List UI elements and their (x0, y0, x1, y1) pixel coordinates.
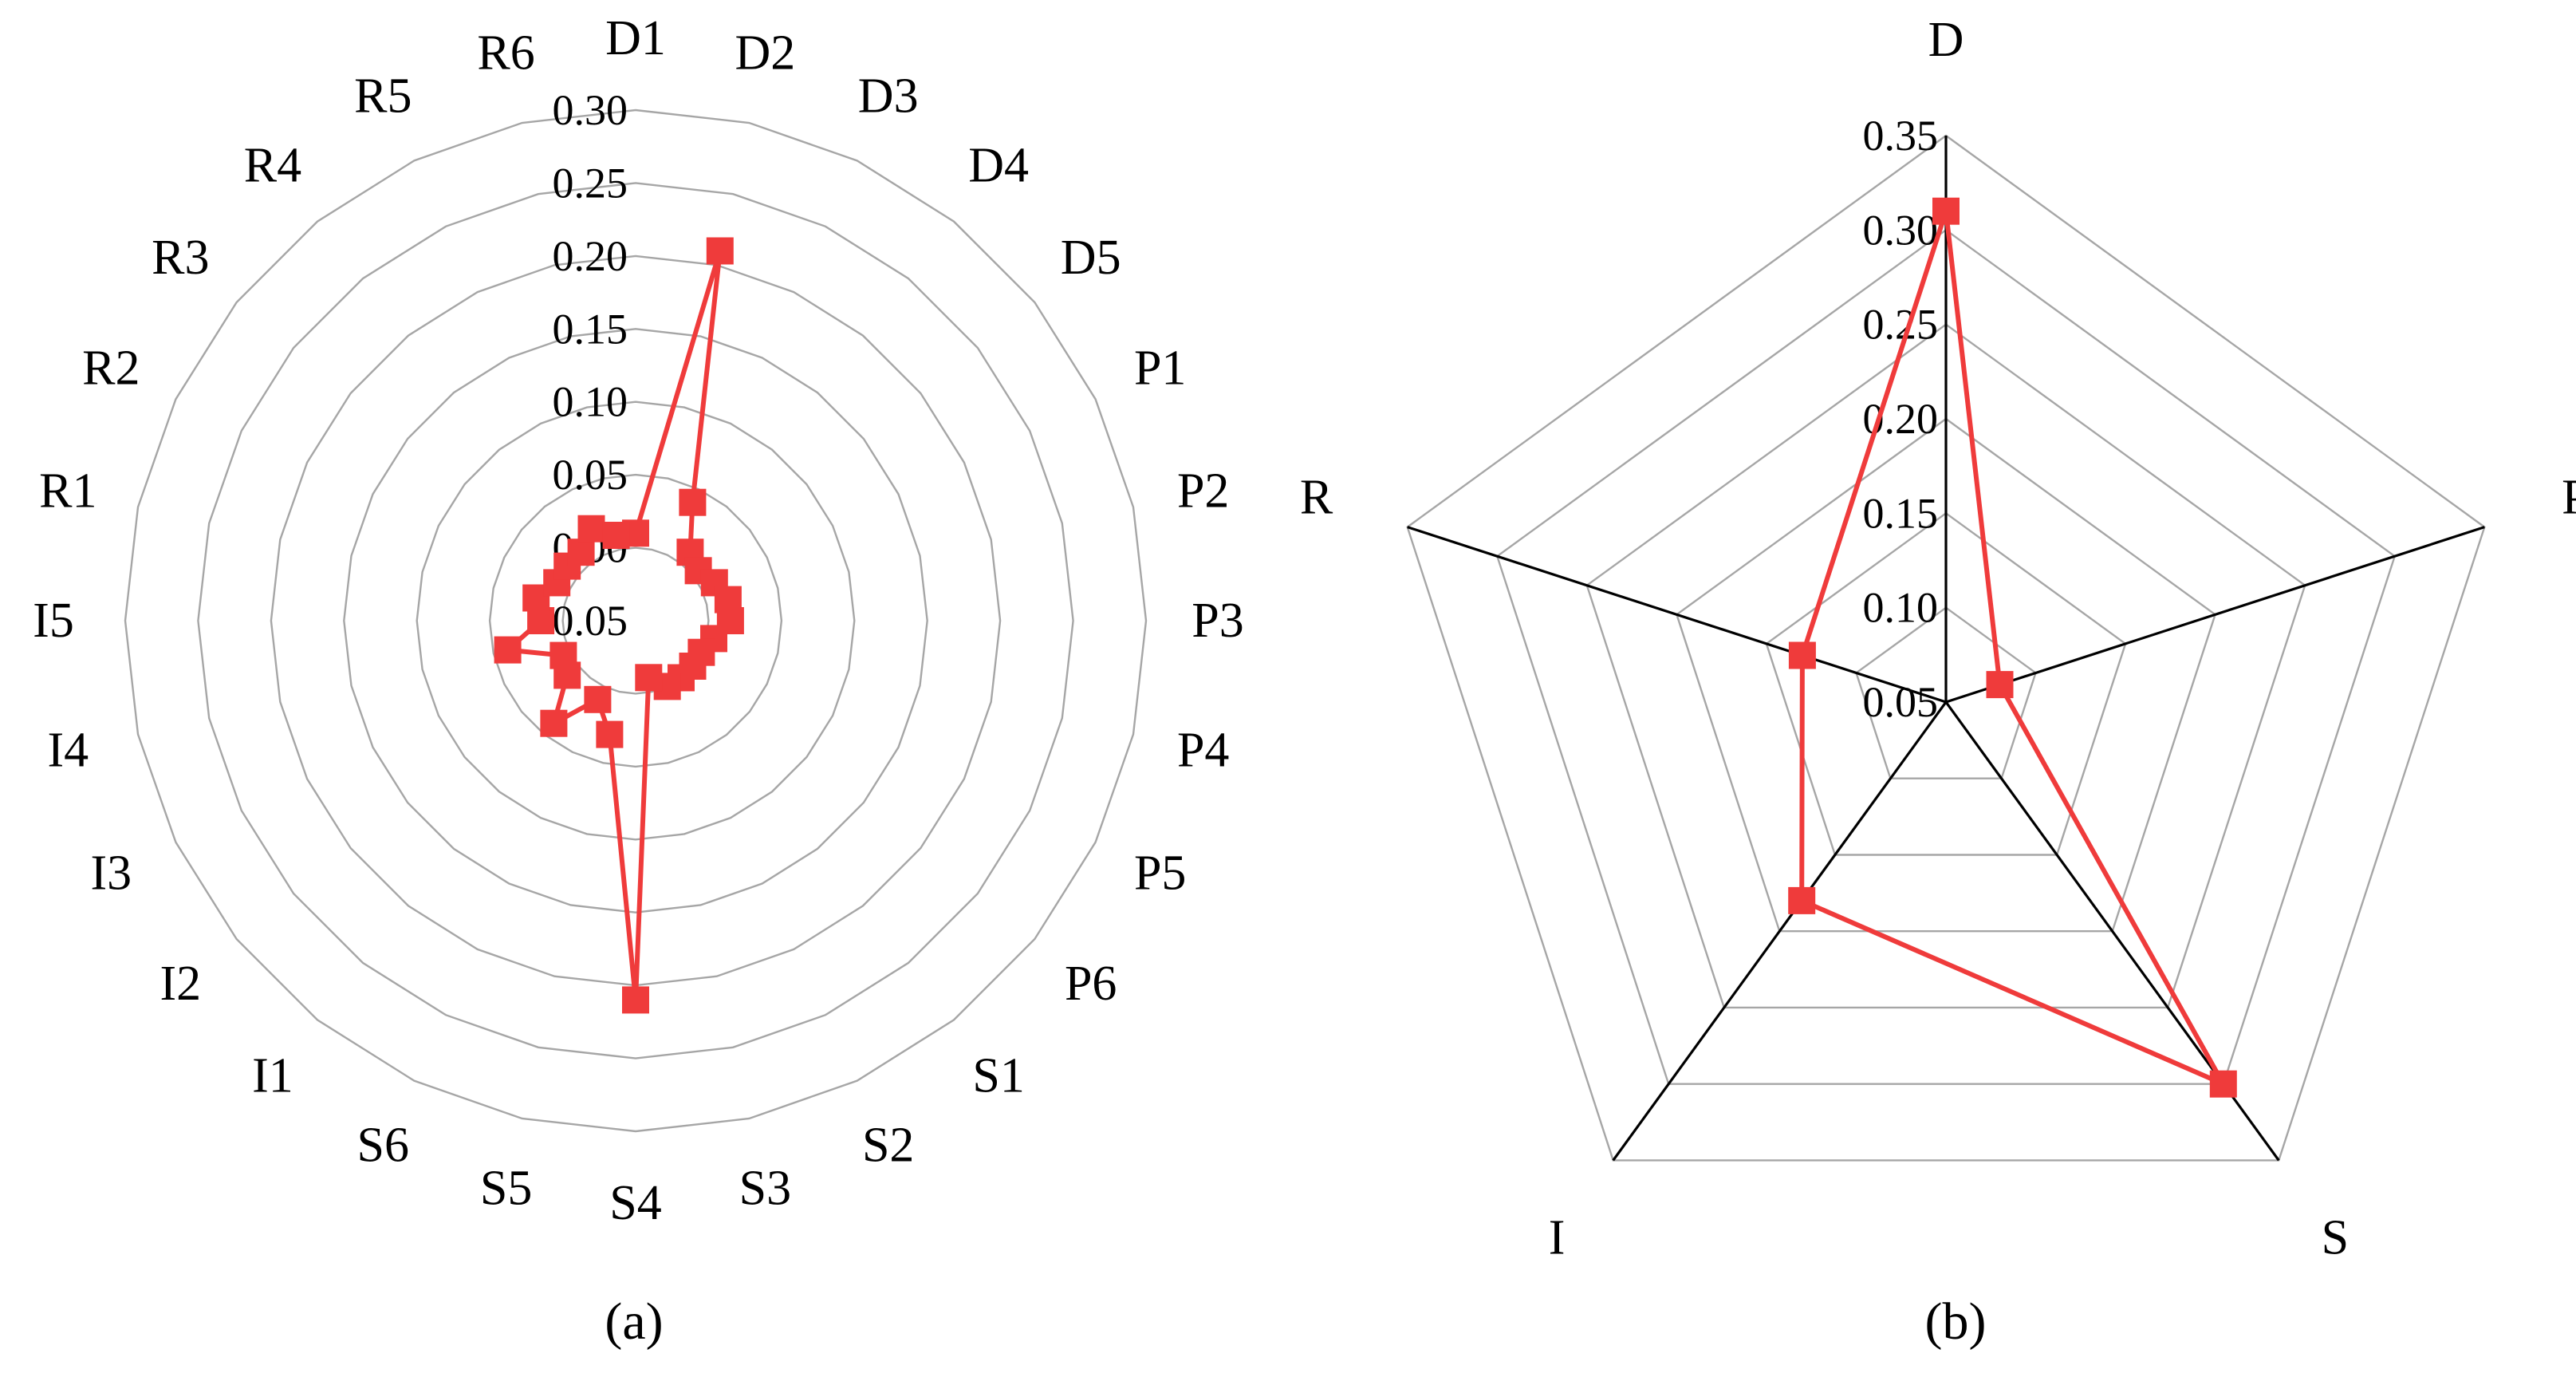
grid-ring (1675, 417, 2217, 933)
data-point (1788, 886, 1816, 914)
category-label: D1 (605, 11, 666, 65)
data-point (596, 720, 624, 748)
tick-label: 0.30 (553, 86, 628, 134)
category-label: R1 (39, 464, 97, 519)
tick-label: 0.05 (1863, 678, 1939, 726)
category-label: S4 (609, 1176, 661, 1230)
grid-ring (1855, 606, 2037, 779)
category-label: R5 (354, 69, 412, 123)
category-label: P3 (1191, 594, 1243, 648)
data-point (622, 986, 649, 1014)
category-label: D2 (735, 26, 796, 80)
tick-label: 0.20 (553, 232, 628, 280)
data-point (2209, 1070, 2237, 1098)
category-label: D (1928, 13, 1964, 67)
grid-ring (124, 109, 1148, 1133)
category-label: P5 (1134, 846, 1186, 901)
tick-label: 0.10 (553, 378, 628, 426)
tick-label: 0.15 (553, 305, 628, 353)
data-point (540, 709, 568, 737)
tick-label: 0.10 (1863, 584, 1939, 632)
data-point (679, 488, 707, 516)
radar-chart-a: 0.050.000.050.100.150.200.250.30D1D2D3D4… (33, 11, 1244, 1230)
tick-label: 0.15 (1863, 489, 1939, 537)
category-label: S5 (480, 1162, 532, 1216)
axis-spoke (1407, 526, 1947, 704)
data-point (527, 607, 555, 634)
category-label: R (1300, 471, 1333, 525)
category-label: S3 (739, 1162, 791, 1216)
data-point (1788, 641, 1816, 669)
category-label: R4 (244, 138, 301, 192)
category-label: D4 (968, 138, 1029, 192)
category-label: D3 (858, 69, 919, 123)
data-point (602, 522, 630, 549)
category-label: S6 (357, 1119, 409, 1173)
grid-ring (197, 182, 1074, 1059)
data-point (1986, 671, 2014, 699)
axis-spoke (1612, 701, 1948, 1162)
tick-label: 0.25 (1863, 301, 1939, 349)
category-label: R3 (152, 231, 209, 285)
grid-ring (1495, 228, 2397, 1085)
category-label: P4 (1177, 723, 1229, 777)
axis-spoke (1945, 526, 2485, 704)
series-line (1799, 208, 2226, 1087)
category-label: D5 (1061, 231, 1121, 285)
tick-label: 0.25 (553, 159, 628, 207)
grid-ring (270, 254, 1002, 987)
category-label: I5 (33, 594, 74, 648)
category-label: R6 (477, 26, 534, 80)
grid-ring (1585, 323, 2306, 1009)
data-point (494, 636, 522, 664)
category-label: I4 (47, 723, 89, 777)
category-label: P1 (1134, 341, 1186, 395)
category-label: S1 (972, 1049, 1024, 1103)
data-point (1932, 197, 1960, 225)
panel-label-a: (a) (605, 1292, 663, 1351)
data-point (584, 685, 612, 713)
category-label: P (2562, 471, 2576, 525)
tick-label: 0.35 (1863, 112, 1939, 160)
data-point (635, 664, 663, 692)
data-point (706, 237, 734, 265)
category-label: R2 (82, 341, 140, 395)
grid-ring (1765, 511, 2127, 856)
panel-label-b: (b) (1925, 1292, 1987, 1351)
grid-ring (1406, 134, 2486, 1162)
tick-label: 0.05 (553, 597, 628, 645)
grid-ring (416, 400, 856, 841)
data-point (567, 539, 595, 566)
category-label: P6 (1065, 957, 1117, 1011)
data-point (549, 641, 577, 669)
grid-ring (561, 546, 710, 695)
tick-label: 0.05 (553, 451, 628, 499)
category-label: I3 (90, 846, 132, 901)
category-label: I (1549, 1211, 1566, 1265)
category-label: S (2322, 1211, 2349, 1265)
category-label: I2 (160, 957, 201, 1011)
grid-ring (343, 328, 928, 913)
grid-ring (488, 473, 783, 768)
category-label: I1 (252, 1049, 293, 1103)
data-point (577, 515, 605, 543)
tick-label: 0.30 (1863, 206, 1939, 254)
category-label: P2 (1177, 464, 1229, 519)
category-label: S2 (862, 1119, 914, 1173)
